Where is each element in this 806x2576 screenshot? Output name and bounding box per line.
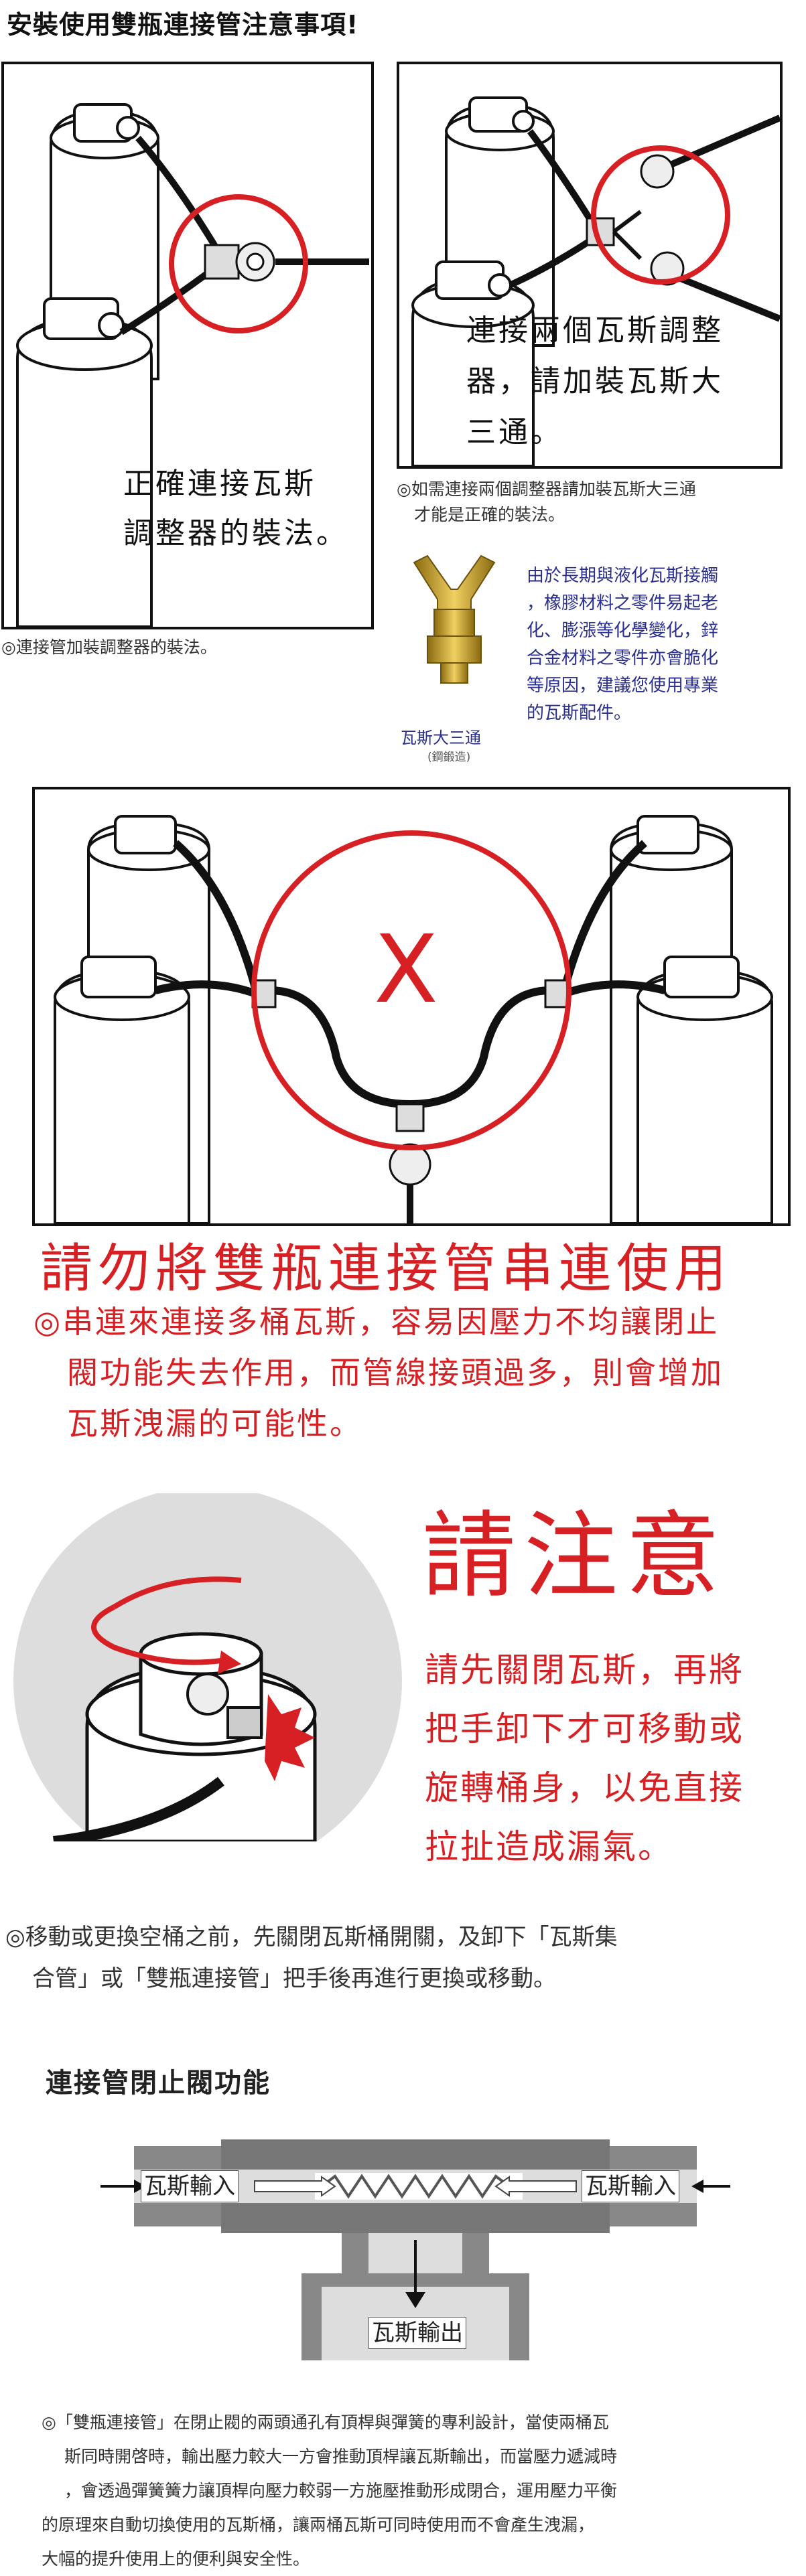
- valve-desc-line1: ◎「雙瓶連接管」在閉止閥的兩頭通孔有頂桿與彈簧的專利設計，當使兩桶瓦: [42, 2413, 609, 2432]
- correct-install-panel: 正確連接瓦斯 調整器的裝法。: [1, 62, 374, 629]
- gas-input-right-label: 瓦斯輸入: [582, 2170, 679, 2202]
- valve-desc-line2: 斯同時開啓時，輸出壓力較大一方會推動頂桿讓瓦斯輸出，而當壓力遞減時: [64, 2447, 618, 2466]
- caution-illustration: [0, 1493, 415, 1841]
- cylinder-rotation-illustration: [13, 1493, 402, 1841]
- two-reg-footnote-line1: ◎如需連接兩個調整器請加裝瓦斯大三通: [397, 479, 696, 499]
- page-title: 安裝使用雙瓶連接管注意事項!: [7, 10, 359, 40]
- fitting-desc-line2: ，橡膠材料之零件易起老: [527, 593, 719, 613]
- valve-desc-line5: 大幅的提升使用上的便利與安全性。: [42, 2549, 310, 2569]
- correct-caption-line2: 調整器的裝法。: [123, 516, 348, 550]
- two-reg-caption-line1: 連接兩個瓦斯調整: [466, 313, 724, 348]
- two-regulators-illustration: [411, 96, 780, 466]
- valve-description: ◎「雙瓶連接管」在閉止閥的兩頭通孔有頂桿與彈簧的專利設計，當使兩桶瓦 斯同時開啓…: [42, 2405, 617, 2576]
- two-reg-footnote-line2: 才能是正確的裝法。: [414, 505, 565, 524]
- series-connection-panel: X: [32, 787, 791, 1226]
- series-desc-line2: 閥功能失去作用，而管線接頭過多，則會增加: [67, 1355, 724, 1391]
- cylinders-regulator-illustration: [16, 103, 369, 627]
- valve-diagram: 瓦斯輸入 瓦斯輸入 瓦斯輸出: [100, 2133, 730, 2380]
- tee-fitting-description: 由於長期與液化瓦斯接觸 ，橡膠材料之零件易起老 化、膨漲等化學變化，鋅 合金材料…: [527, 562, 718, 727]
- fitting-desc-line4: 合金材料之零件亦會脆化: [527, 648, 719, 668]
- series-desc-line3: 瓦斯洩漏的可能性。: [67, 1406, 362, 1442]
- brass-tee-icon: [413, 554, 496, 684]
- two-regulator-panel: 連接兩個瓦斯調整 器，請加裝瓦斯大 三通。: [397, 62, 783, 469]
- series-connection-illustration: [54, 815, 773, 1223]
- caution-note: ◎移動或更換空桶之前，先關閉瓦斯桶開關，及卸下「瓦斯集 合管」或「雙瓶連接管」把…: [5, 1916, 618, 1999]
- series-desc-line1: ◎串連來連接多桶瓦斯，容易因壓力不均讓閉止: [33, 1304, 720, 1340]
- two-reg-caption-line3: 三通。: [466, 415, 563, 449]
- fitting-desc-line6: 的瓦斯配件。: [527, 703, 632, 723]
- tee-fitting-label: 瓦斯大三通: [401, 729, 481, 747]
- valve-desc-line4: 的原理來自動切換使用的瓦斯桶，讓兩桶瓦斯可同時使用而不會產生洩漏，: [42, 2515, 595, 2534]
- caution-title: 請注意: [422, 1502, 728, 1611]
- gas-input-left-label: 瓦斯輸入: [141, 2170, 239, 2202]
- series-warning-text: ◎串連來連接多桶瓦斯，容易因壓力不均讓閉止 閥功能失去作用，而管線接頭過多，則會…: [33, 1296, 724, 1449]
- series-warning-title: 請勿將雙瓶連接管串連使用: [40, 1239, 732, 1299]
- x-mark: X: [374, 915, 438, 1025]
- correct-caption-line1: 正確連接瓦斯: [123, 467, 316, 501]
- valve-desc-line3: ，會透過彈簧簧力讓頂桿向壓力較弱一方施壓推動形成閉合，運用壓力平衡: [64, 2481, 618, 2500]
- fitting-desc-line1: 由於長期與液化瓦斯接觸: [527, 566, 719, 586]
- valve-heading: 連接管閉止閥功能: [46, 2068, 271, 2099]
- caution-body: 請先關閉瓦斯，再將 把手卸下才可移動或 旋轉桶身，以免直接 拉扯造成漏氣。: [425, 1641, 744, 1876]
- caution-line2: 把手卸下才可移動或: [425, 1710, 744, 1748]
- correct-footnote: ◎連接管加裝調整器的裝法。: [1, 637, 217, 657]
- two-reg-caption-line2: 器，請加裝瓦斯大: [466, 364, 724, 398]
- tee-fitting-sublabel: (鋼鍛造): [427, 751, 471, 764]
- caution-line4: 拉扯造成漏氣。: [425, 1827, 673, 1866]
- tee-fitting-image: [401, 549, 508, 716]
- fitting-desc-line5: 等原因，建議您使用專業: [527, 676, 719, 696]
- caution-line3: 旋轉桶身，以免直接: [425, 1768, 744, 1807]
- gas-output-label: 瓦斯輸出: [368, 2317, 466, 2349]
- caution-note-line1: ◎移動或更換空桶之前，先關閉瓦斯桶開關，及卸下「瓦斯集: [5, 1924, 618, 1951]
- caution-note-line2: 合管」或「雙瓶連接管」把手後再進行更換或移動。: [32, 1965, 556, 1992]
- caution-line1: 請先關閉瓦斯，再將: [425, 1651, 744, 1689]
- fitting-desc-line3: 化、膨漲等化學變化，鋅: [527, 621, 719, 641]
